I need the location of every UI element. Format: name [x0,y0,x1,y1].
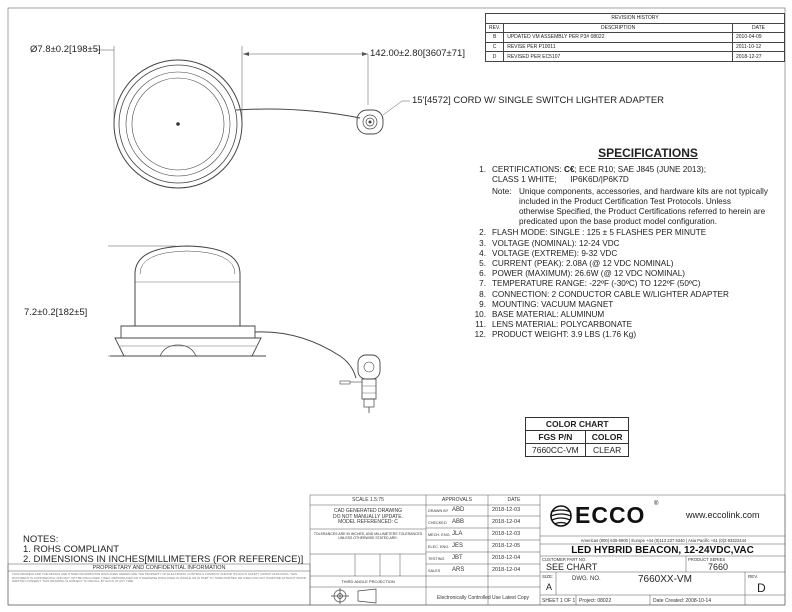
spec-item: 11.LENS MATERIAL: POLYCARBONATE [475,320,633,330]
approver-date: 2018-12-04 [492,567,521,573]
note-item: 1. ROHS COMPLIANT [23,544,120,555]
proprietary-fine-print: THIS DRAWING AND THE DESIGN AND OTHER IN… [12,573,306,584]
third-angle-projection-symbol [331,588,377,604]
ce-mark-icon: C€ [564,165,575,175]
spec-item-certifications: 1. CERTIFICATIONS: C€; ECE R10; SAE J845… [479,165,707,175]
approver-date: 2018-12-03 [492,531,521,537]
date-created-field: Date Created: 2008-10-14 [653,598,712,604]
approver-name: ABB [452,519,465,525]
approver-role: TESTING [428,557,445,561]
description-column-header: DESCRIPTION [503,22,733,34]
table-row: D REVISED PER EC5107 2018-12-27 [484,51,785,62]
revision-history-title: REVISION HISTORY [485,13,785,24]
specifications-title: SPECIFICATIONS [598,146,698,160]
customer-part-value: SEE CHART [546,562,598,572]
fgs-pn-header: FGS P/N [525,430,586,444]
spec-item: 8.CONNECTION: 2 CONDUCTOR CABLE W/LIGHTE… [479,289,729,299]
sheet-label: SHEET 1 OF 1 [542,598,576,604]
approver-name: JLA [452,531,463,537]
dwg-no-value: 7660XX-VM [638,574,692,585]
table-row: 7660CC-VM CLEAR [525,443,630,457]
table-row: B UPDATED VM ASSEMBLY PER P3# 08022 2010… [484,32,785,43]
customer-part-label: CUSTOMER PART NO. [542,557,587,562]
third-angle-label: THIRD ANGLE PROJECTION [341,579,395,584]
spec-item: 7.TEMPERATURE RANGE: -22ºF (-30ºC) TO 12… [479,279,701,289]
approver-role: CHECKED [428,521,447,525]
product-series-value: 7660 [708,562,729,572]
date-header: DATE [507,497,521,503]
approver-name: JES [452,543,464,549]
approver-name: ABD [452,507,465,513]
approver-name: ARS [452,567,465,573]
spec-item: 2.FLASH MODE: SINGLE : 125 ± 5 FLASHES P… [479,228,707,238]
diameter-dimension: Ø7.8±0.2[198±5] [30,44,101,55]
spec-item: 3.VOLTAGE (NOMINAL): 12-24 VDC [479,238,620,248]
lighter-plug-side-view [339,354,381,413]
approver-date: 2018-12-04 [492,519,521,525]
approver-date: 2018-12-03 [492,507,521,513]
product-title: LED HYBRID BEACON, 12-24VDC,VAC [571,545,754,556]
beacon-top-view [113,59,243,189]
spec-item: 6.POWER (MAXIMUM): 26.6W (@ 12 VDC NOMIN… [479,269,686,279]
rev-column-header: REV. [484,22,505,34]
ecco-wordmark: ECCO [575,502,646,528]
cord-length-dimension: 142.00±2.80[3607±71] [370,48,465,59]
tolerance-note: TOLERANCES ARE IN INCHES, AND MILLIMETER… [313,532,423,541]
notes-title: NOTES: [23,534,59,545]
product-series-label: PRODUCT SERIES [688,557,726,562]
spec-item: 10.BASE MATERIAL: ALUMINUM [474,310,605,320]
scale-label: SCALE 1.5:75 [352,497,384,503]
table-row: C REVISE PER P10011 2011-10-12 [484,41,785,53]
spec-item: 12.PRODUCT WEIGHT: 3.9 LBS (1.76 Kg) [474,330,637,340]
approver-date: 2018-12-04 [492,555,521,561]
cord-note: 15'[4572] CORD W/ SINGLE SWITCH LIGHTER … [412,95,665,106]
website-link[interactable]: www.eccolink.com [686,510,760,520]
specifications-block: SPECIFICATIONS 1. CERTIFICATIONS: C€; EC… [468,146,768,341]
approver-role: MECH. ENG. [428,533,451,537]
rev-value: D [757,581,766,595]
rev-label: REV. [748,574,759,579]
revision-history-table: REVISION HISTORY REV. DESCRIPTION DATE B… [484,13,785,62]
color-header: COLOR [584,430,630,444]
approver-name: JBT [452,555,463,561]
spec-item-certifications-line2: CLASS 1 WHITE; IP6K6D/|P6K7D [492,175,629,185]
title-block-grid [7,494,786,606]
size-value: A [545,582,552,592]
height-dimension: 7.2±0.2[182±5] [24,307,88,318]
spec-item: 9.MOUNTING: VACUUM MAGNET [479,299,614,309]
spec-note: Note: Unique components, accessories, an… [492,186,768,227]
approver-role: DRAWN BY [428,509,449,513]
spec-item: 4.VOLTAGE (EXTREME): 9-32 VDC [479,248,618,258]
size-label: SIZE: [542,574,554,579]
ecco-globe-logo [550,505,572,527]
beacon-side-view [110,245,266,357]
note-item: 2. DIMENSIONS IN INCHES[MILLIMETERS (FOR… [23,554,304,565]
dwg-no-label: DWG. NO. [572,576,601,582]
date-column-header: DATE [732,22,785,34]
approver-role: SALES [428,569,441,573]
uncontrolled-note: Electronically Controlled Use Latest Cop… [437,595,529,601]
project-field: Project: 08022 [579,598,612,604]
approvals-header: APPROVALS [442,497,472,503]
notes-block: NOTES: 1. ROHS COMPLIANT 2. DIMENSIONS I… [23,535,303,565]
lighter-plug-top-view [356,109,384,135]
approver-date: 2018-12-05 [492,543,521,549]
approver-role: ELEC. ENG. [428,545,450,549]
cad-note: CAD GENERATED DRAWING DO NOT MANUALLY UP… [333,508,403,525]
color-chart-title: COLOR CHART [524,417,630,431]
color-chart-table: COLOR CHART FGS P/N COLOR 7660CC-VM CLEA… [524,417,630,457]
spec-item: 5.CURRENT (PEAK): 2.08A (@ 12 VDC NOMINA… [479,259,674,269]
registered-mark: ® [654,501,659,507]
phone-numbers: Americas (800) 635-5900 | Europe +44 (0)… [580,538,747,543]
proprietary-title: PROPRIETARY AND CONFIDENTIAL INFORMATION [92,565,226,571]
